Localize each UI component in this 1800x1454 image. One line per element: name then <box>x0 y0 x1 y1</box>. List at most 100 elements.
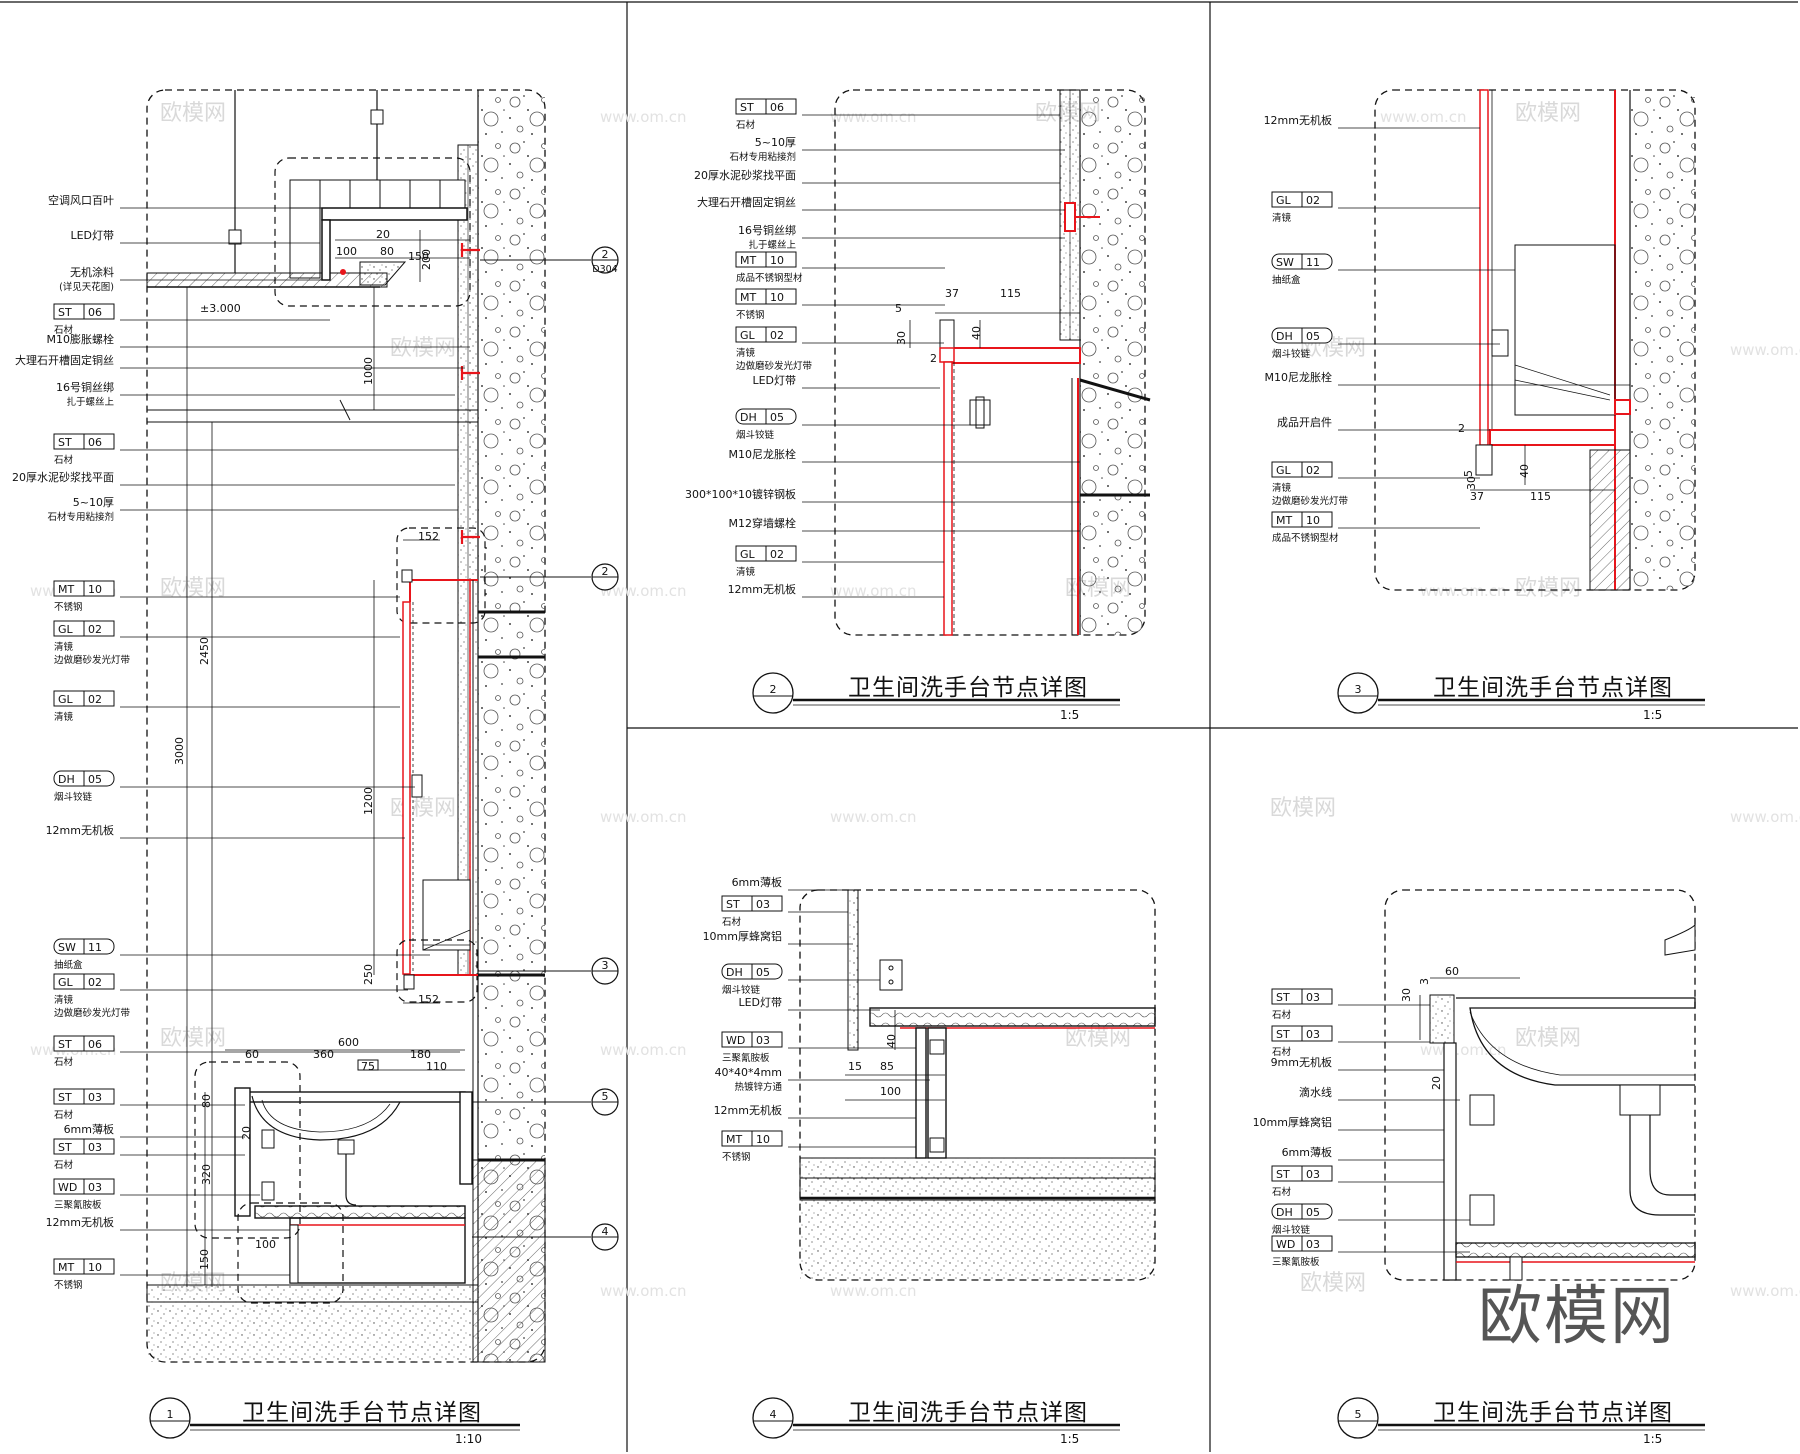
callout-label: 12mm无机板 <box>46 823 114 837</box>
callout-label: 三聚氰胺板 <box>54 1199 102 1211</box>
watermark-url: www.om.cn <box>600 108 687 126</box>
watermark-url: www.om.cn <box>830 808 917 826</box>
callout-label: 石材 <box>54 1159 74 1171</box>
section-marker: 4 <box>472 1223 619 1251</box>
material-code-number: 02 <box>770 548 784 561</box>
dimension-label: 37 <box>1470 490 1484 503</box>
detail-scale: 1:5 <box>1060 1432 1079 1446</box>
detail-scale: 1:5 <box>1643 1432 1662 1446</box>
material-code: MT <box>1276 514 1292 527</box>
dimension-label: 320 <box>200 1164 213 1185</box>
callout-label: 12mm无机板 <box>728 582 796 596</box>
material-code-number: 03 <box>1306 1238 1320 1251</box>
callout-note: M10膨胀螺栓 <box>47 332 470 348</box>
material-code: ST <box>1276 991 1290 1004</box>
dimension-label: 1200 <box>362 787 375 815</box>
callout-label: 石材 <box>1272 1046 1292 1058</box>
dimension-label: 110 <box>426 1060 447 1073</box>
material-code: ST <box>58 306 72 319</box>
callout-label: LED灯带 <box>752 374 796 387</box>
callout-label: 12mm无机板 <box>714 1103 782 1117</box>
watermark-url: www.om.cn <box>1730 341 1800 359</box>
dimension-label: 180 <box>410 1048 431 1061</box>
callout-note: 大理石开槽固定铜丝 <box>15 353 465 369</box>
marker-sheet-ref: D304 <box>592 264 617 275</box>
dimension-label: 150 <box>198 1249 211 1270</box>
callout-note: LED灯带 <box>70 229 320 244</box>
material-code-number: 05 <box>770 411 784 424</box>
callout-label: 清镜 <box>1272 482 1292 494</box>
callout-note: 300*100*10镀锌钢板 <box>685 487 1080 503</box>
detail-title: 卫生间洗手台节点详图 <box>848 675 1088 701</box>
material-code: SW <box>58 941 76 954</box>
callout-sublabel: 热镀锌方通 <box>734 1081 782 1093</box>
callout-label: 清镜 <box>54 711 74 723</box>
material-code: GL <box>1276 194 1292 207</box>
detail-scale: 1:5 <box>1643 708 1662 722</box>
callout-note: 成品开启件 <box>1277 416 1490 431</box>
callout-sublabel: 边做磨砂发光灯带 <box>736 360 813 372</box>
material-code: MT <box>58 1261 74 1274</box>
detail-title: 卫生间洗手台节点详图 <box>1433 675 1673 701</box>
callout-label: M10膨胀螺栓 <box>47 332 115 346</box>
watermark-url: www.om.cn <box>600 1041 687 1059</box>
material-code: GL <box>740 548 756 561</box>
section-marker: 5 <box>472 1088 619 1116</box>
dimension-label: 150 <box>408 250 429 263</box>
callout-label: 石材 <box>722 916 742 928</box>
callout-label: 清镜 <box>736 566 756 578</box>
material-code-number: 10 <box>770 291 784 304</box>
callout-label: 清镜 <box>54 641 74 653</box>
concrete-wall <box>478 90 545 1362</box>
material-code-number: 05 <box>88 773 102 786</box>
callout-label: 烟斗铰链 <box>722 984 761 996</box>
material-code: ST <box>1276 1028 1290 1041</box>
material-code-number: 05 <box>1306 1206 1320 1219</box>
material-code-number: 11 <box>88 941 102 954</box>
dimension-label: 100 <box>336 245 357 258</box>
material-code: DH <box>58 773 75 786</box>
callout-label: 滴水线 <box>1299 1085 1332 1099</box>
callout-label: 大理石开槽固定铜丝 <box>697 195 796 209</box>
material-code-number: 06 <box>88 306 102 319</box>
dimension-label: 2450 <box>198 637 211 665</box>
dimension-label: 5 <box>1462 470 1475 477</box>
dimension-label: 2 <box>1458 422 1465 435</box>
callout-label: 成品开启件 <box>1277 416 1332 429</box>
callout-label: 石材 <box>54 1056 74 1068</box>
dimension-label: 30 <box>1400 988 1413 1002</box>
material-code: DH <box>1276 1206 1293 1219</box>
material-code-number: 03 <box>756 1034 770 1047</box>
callout-note: 12mm无机板 <box>46 823 405 839</box>
callout-label: 成品不锈钢型材 <box>736 272 803 284</box>
material-code: SW <box>1276 256 1294 269</box>
callout-label: 抽纸盒 <box>54 959 83 971</box>
callout-note: 20厚水泥砂浆找平面 <box>694 168 1060 184</box>
callout-sublabel: 扎于螺丝上 <box>66 396 114 408</box>
material-code-number: 03 <box>88 1141 102 1154</box>
detail-number: 5 <box>1355 1408 1362 1421</box>
marker-number: 2 <box>602 565 609 578</box>
callout-label: 5~10厚 <box>755 136 796 149</box>
callout-note: 6mm薄板 <box>64 1122 245 1138</box>
dimension-label: 5 <box>895 302 902 315</box>
dimension-label: 100 <box>255 1238 276 1251</box>
material-code-number: 10 <box>756 1133 770 1146</box>
material-code-number: 03 <box>1306 991 1320 1004</box>
marker-number: 2 <box>602 248 609 261</box>
callout-note: 滴水线 <box>1299 1085 1460 1101</box>
callout-label: 三聚氰胺板 <box>722 1052 770 1064</box>
watermark-url: www.om.cn <box>600 582 687 600</box>
callout-label: 12mm无机板 <box>1264 113 1332 127</box>
